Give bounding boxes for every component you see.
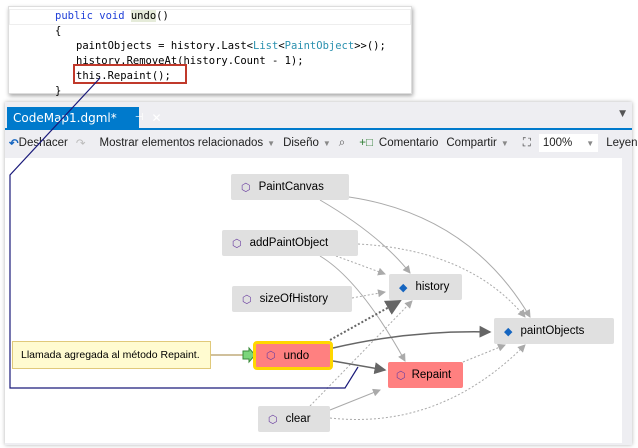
node-repaint[interactable]: ⬡Repaint	[388, 362, 463, 388]
field-icon: ◆	[399, 281, 408, 294]
method-icon: ⬡	[268, 413, 278, 426]
node-history[interactable]: ◆history	[389, 274, 462, 300]
pin-icon[interactable]: ⊣	[134, 112, 144, 123]
comment-note[interactable]: Llamada agregada al método Repaint.	[12, 341, 211, 369]
zoom-dropdown[interactable]: 100%▼	[538, 134, 599, 152]
edge	[332, 360, 387, 375]
edge	[335, 255, 386, 276]
layout-dropdown[interactable]: Diseño▼	[283, 137, 331, 149]
edge	[329, 388, 381, 411]
zoom-fit-icon: ⛶	[522, 136, 531, 149]
code-editor[interactable]: public void undo() { paintObjects = hist…	[8, 6, 412, 97]
callout-line	[9, 77, 359, 389]
chevron-down-icon: ▼	[586, 138, 595, 148]
related-elements-dropdown[interactable]: Mostrar elementos relacionados▼	[99, 137, 276, 149]
redo-icon: ↷	[75, 138, 86, 150]
method-icon: ⬡	[232, 237, 242, 250]
edge	[332, 325, 492, 349]
legend-button[interactable]: Leyenda	[606, 137, 638, 149]
close-icon[interactable]: ✕	[151, 110, 162, 125]
edge	[329, 344, 526, 420]
tab-overflow-icon[interactable]: ▼	[619, 109, 626, 119]
green-arrow-icon	[242, 346, 256, 364]
method-icon: ⬡	[396, 369, 406, 382]
field-icon: ◆	[504, 325, 513, 338]
zoom-to-fit-button[interactable]: ⛶	[523, 137, 531, 150]
add-comment-icon: +□	[359, 137, 373, 149]
node-clear[interactable]: ⬡clear	[258, 406, 330, 432]
toolbar: ↶Deshacer ↷ Mostrar elementos relacionad…	[5, 130, 638, 156]
code-line-2: {	[55, 25, 62, 37]
code-line-3: paintObjects = history.Last<List<PaintOb…	[76, 40, 386, 52]
edge	[319, 255, 406, 362]
share-dropdown[interactable]: Compartir▼	[446, 137, 509, 149]
node-sizeofhistory[interactable]: ⬡sizeOfHistory	[232, 286, 352, 312]
method-icon: ⬡	[242, 293, 252, 306]
edge	[348, 196, 531, 318]
chevron-down-icon: ▼	[267, 138, 276, 148]
edge	[357, 243, 526, 318]
undo-icon: ↶	[9, 138, 19, 150]
tab-bar: CodeMap1.dgml* ⊣ ✕ ▼	[5, 102, 632, 130]
edge	[329, 300, 402, 341]
undo-button[interactable]: ↶Deshacer	[9, 137, 68, 150]
node-addpaintobject[interactable]: ⬡addPaintObject	[222, 230, 358, 256]
node-paintcanvas[interactable]: ⬡PaintCanvas	[231, 174, 349, 200]
edge	[351, 289, 386, 299]
node-paintobjects[interactable]: ◆paintObjects	[494, 318, 614, 344]
find-button[interactable]: ⌕	[339, 137, 345, 150]
tab-codemap[interactable]: CodeMap1.dgml* ⊣ ✕	[7, 107, 162, 128]
code-line-1: public void undo()	[55, 10, 169, 22]
tab-title: CodeMap1.dgml*	[13, 110, 117, 125]
highlight-box	[73, 64, 187, 84]
method-icon: ⬡	[241, 181, 251, 194]
redo-button[interactable]: ↷	[76, 136, 86, 150]
edge	[319, 199, 411, 274]
chevron-down-icon: ▼	[322, 138, 331, 148]
chevron-down-icon: ▼	[500, 138, 509, 148]
edge	[462, 343, 506, 363]
comment-button[interactable]: +□Comentario	[359, 137, 439, 149]
method-icon: ⬡	[266, 350, 276, 362]
code-line-6: }	[55, 85, 62, 97]
find-icon: ⌕	[338, 136, 346, 149]
node-undo[interactable]: ⬡undo	[253, 341, 333, 370]
